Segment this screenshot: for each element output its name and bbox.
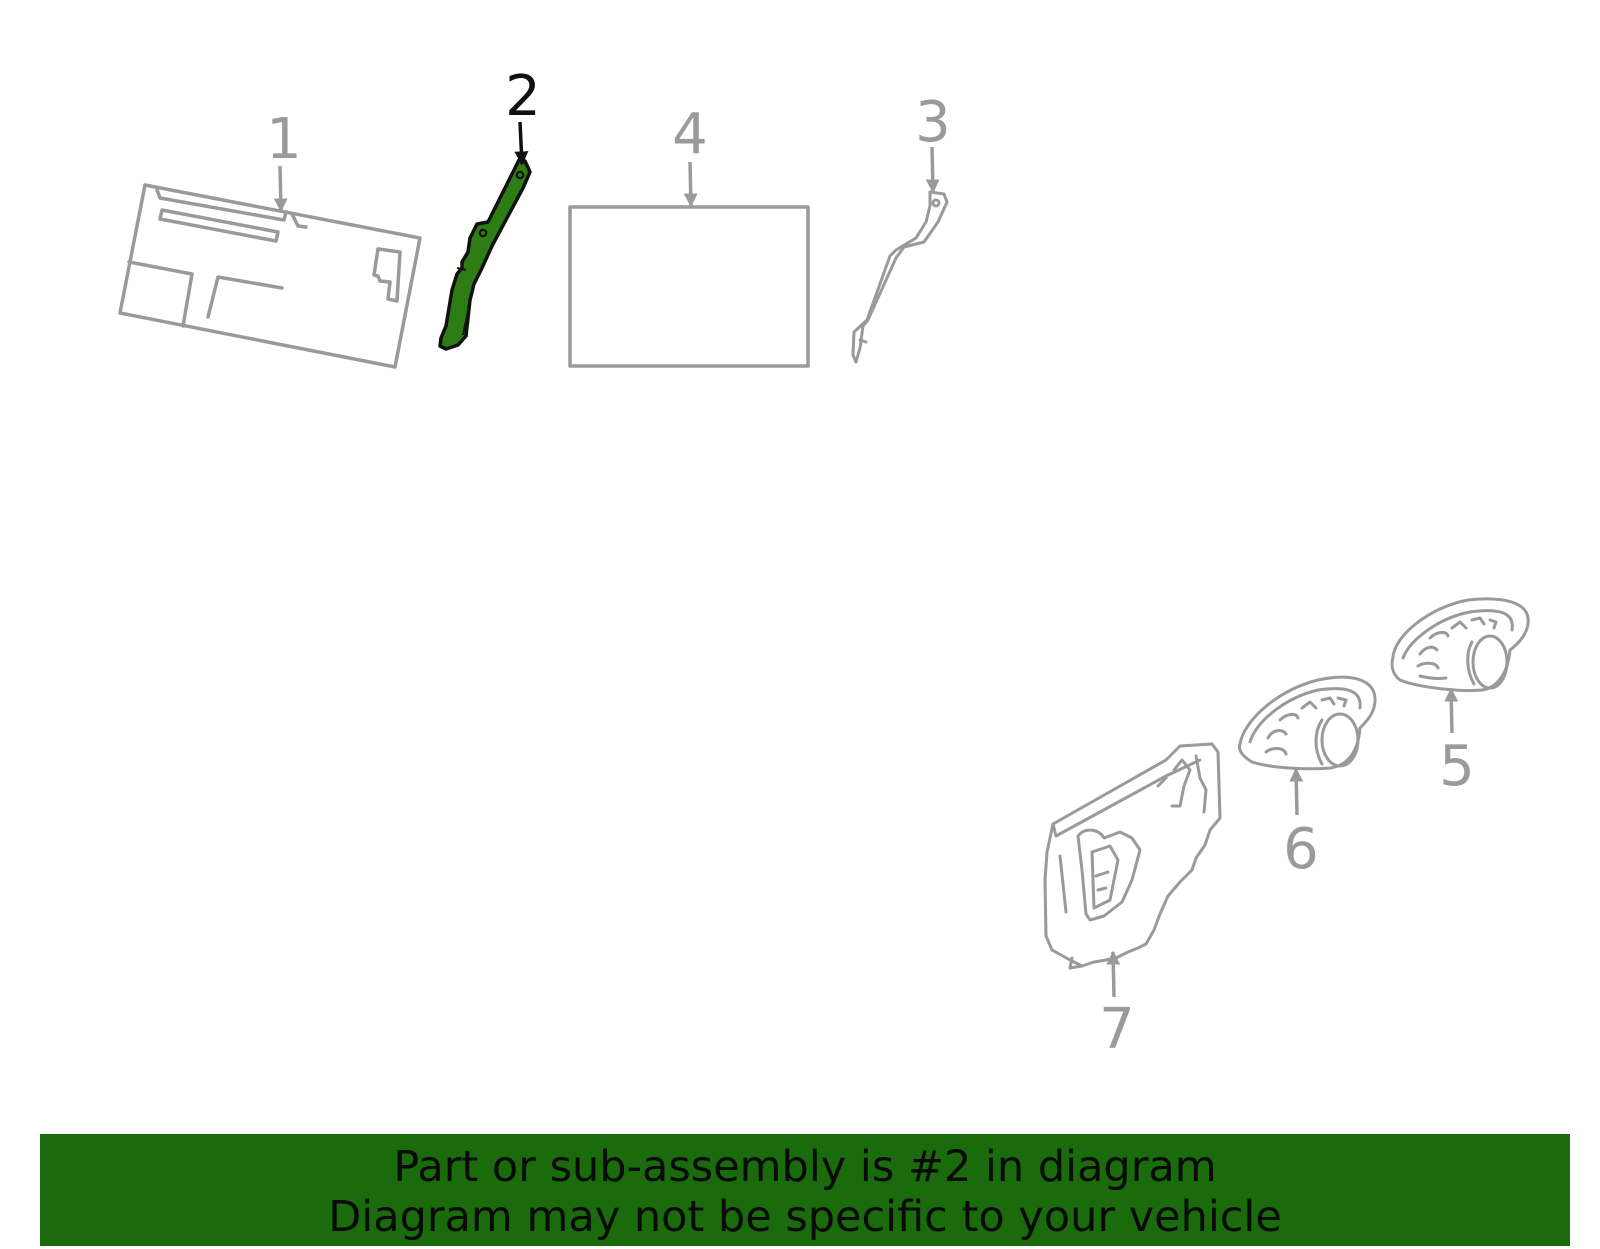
callout-5: 5 [1439, 734, 1475, 799]
callout-7-arrow [1106, 950, 1121, 998]
part-6-speaker[interactable] [1238, 675, 1377, 771]
part-5-speaker[interactable] [1390, 597, 1530, 692]
info-banner: Part or sub-assembly is #2 in diagram Di… [40, 1134, 1570, 1246]
callout-6: 6 [1283, 817, 1319, 882]
callout-7: 7 [1099, 997, 1135, 1062]
callout-6-arrow [1289, 767, 1304, 816]
part-4-display[interactable] [568, 205, 810, 368]
callout-5-arrow [1444, 687, 1459, 734]
callout-2: 2 [505, 64, 541, 129]
part-3-bracket[interactable] [851, 190, 949, 364]
part-7-amplifier[interactable] [1043, 742, 1222, 970]
callout-3: 3 [915, 90, 951, 155]
callout-3-arrow [925, 146, 940, 194]
part-1-radio-panel[interactable] [118, 183, 422, 369]
callout-2-arrow [514, 121, 529, 166]
banner-line-1: Part or sub-assembly is #2 in diagram [393, 1142, 1217, 1192]
callout-4: 4 [672, 102, 708, 167]
banner-line-2: Diagram may not be specific to your vehi… [328, 1192, 1282, 1242]
callout-4-arrow [683, 161, 698, 208]
callout-1: 1 [266, 107, 302, 172]
callout-1-arrow [273, 165, 288, 213]
part-2-bracket[interactable] [438, 158, 532, 351]
